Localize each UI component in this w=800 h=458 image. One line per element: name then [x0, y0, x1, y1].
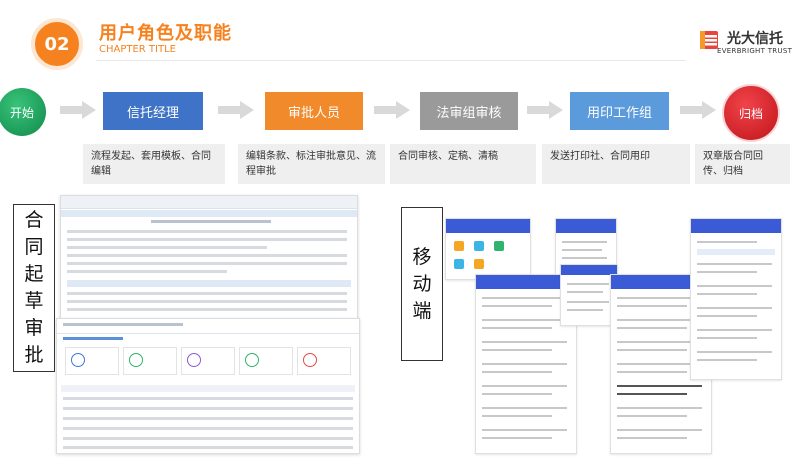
- logo-english-text: EVERBRIGHT TRUST: [717, 47, 793, 55]
- desktop-contract-form-screenshot: [60, 195, 358, 321]
- flow-arrow: [374, 101, 410, 119]
- flow-step-trust-manager: 信托经理: [103, 92, 203, 130]
- flow-step-legal-review: 法审组审核: [420, 92, 518, 130]
- label-mobile: 移动端: [401, 207, 443, 361]
- logo-chinese-text: 光大信托: [727, 31, 783, 47]
- title-divider: [96, 60, 686, 61]
- flow-start-node: 开始: [0, 88, 46, 136]
- step-description-3: 合同审核、定稿、清稿: [390, 144, 536, 184]
- step-description-2: 编辑条款、标注审批意见、流程审批: [238, 144, 385, 184]
- flow-step-seal-team: 用印工作组: [570, 92, 669, 130]
- flow-end-node: 归档: [722, 84, 780, 142]
- step-description-1: 流程发起、套用模板、合同编辑: [83, 144, 225, 184]
- step-description-5: 双章版合同回传、归档: [695, 144, 790, 184]
- flow-step-approver: 审批人员: [265, 92, 363, 130]
- flow-arrow: [60, 101, 96, 119]
- mobile-approval-detail-screenshot: [690, 218, 782, 380]
- step-description-4: 发送打印社、合同用印: [542, 144, 690, 184]
- page-title: 用户角色及职能: [99, 23, 232, 44]
- everbright-logo-icon: [700, 31, 718, 49]
- flow-arrow: [680, 101, 716, 119]
- desktop-task-list-screenshot: [56, 318, 360, 454]
- label-contract-draft-approval: 合同起 草审批: [13, 204, 55, 372]
- flow-arrow: [527, 101, 563, 119]
- mobile-workbench-screenshot: [445, 218, 531, 280]
- chapter-number-badge: 02: [31, 18, 83, 70]
- chapter-subtitle: CHAPTER TITLE: [99, 44, 176, 55]
- flow-arrow: [218, 101, 254, 119]
